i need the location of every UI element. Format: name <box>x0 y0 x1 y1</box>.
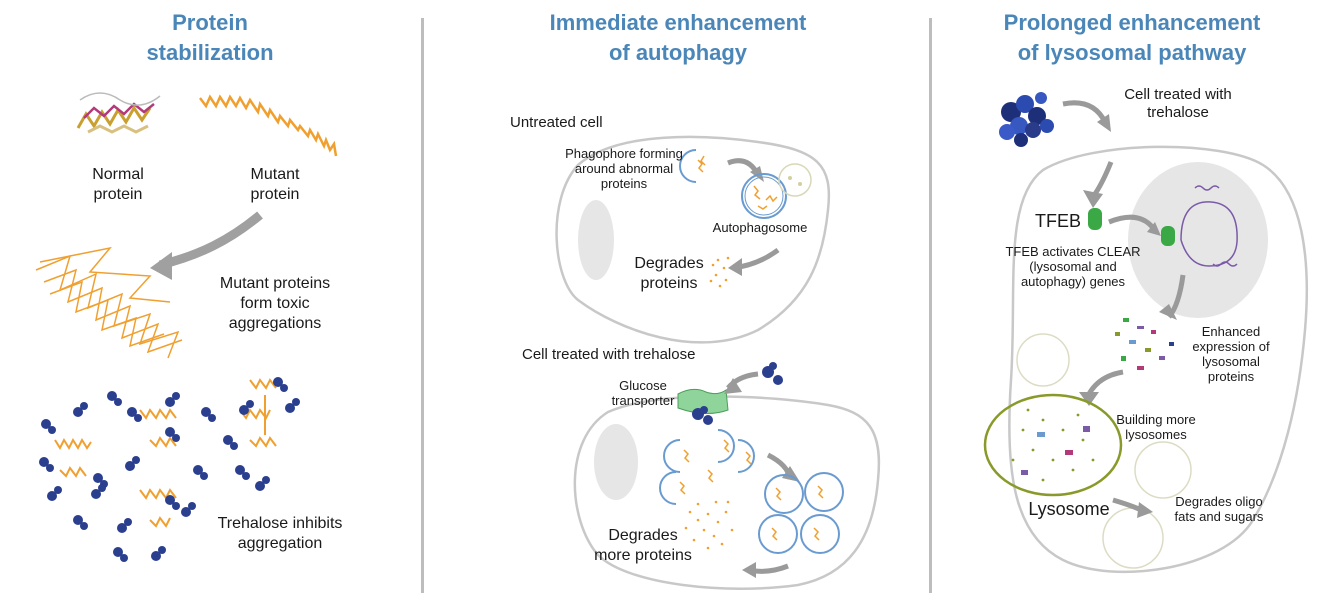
autophagosome-icon <box>741 173 787 219</box>
panel-3-illustration <box>983 92 1309 574</box>
trehalose-aggregation-scene <box>39 377 300 562</box>
many-degraded-protein-dots <box>684 500 734 550</box>
degrades-proteins-label: Degrades proteins <box>634 255 704 292</box>
panel-divider-1 <box>421 18 424 593</box>
mutant-protein-icon <box>199 94 338 157</box>
mutant-protein-label: Mutant protein <box>250 166 300 203</box>
degrades-more-proteins-label: Degrades more proteins <box>594 527 692 564</box>
untreated-cell-label: Untreated cell <box>510 114 603 131</box>
tfeb-icon <box>1088 208 1102 230</box>
degraded-protein-dots <box>709 256 730 288</box>
panel-protein-stabilization: Protein stabilization <box>0 0 420 595</box>
lysosome-label: Lysosome <box>1028 499 1110 519</box>
nucleus-region <box>1128 162 1268 318</box>
phagophore-icon <box>679 149 697 183</box>
tfeb-activates-label: TFEB activates CLEAR (lysosomal and auto… <box>1005 244 1141 289</box>
panel-divider-2 <box>929 18 932 593</box>
panel-2-title-line-1: Immediate enhancement <box>549 10 807 35</box>
panel-3-title-line-2: of lysosomal pathway <box>1017 40 1247 65</box>
multiple-phagophores-icon <box>659 429 755 505</box>
trehalose-cluster-icon <box>999 92 1054 147</box>
untreated-cell-outline <box>555 135 831 344</box>
panel-immediate-autophagy: Immediate enhancement of autophagy <box>428 0 928 595</box>
panel-2-title-line-2: of autophagy <box>608 40 748 65</box>
panel-1-illustration <box>35 92 338 562</box>
panel-1-title-line-2: stabilization <box>146 40 274 65</box>
faded-lysosome-icons <box>1016 333 1192 569</box>
tfeb-bound-icon <box>1161 226 1175 246</box>
treated-cell-outline <box>573 395 881 590</box>
panel-prolonged-lysosomal: Prolonged enhancement of lysosomal pathw… <box>933 0 1331 595</box>
autophagosome-cluster-icon <box>758 472 844 554</box>
treated-cell-label: Cell treated with trehalose <box>522 346 696 363</box>
lysosomal-protein-fragments <box>1115 318 1174 370</box>
normal-protein-label: Normal protein <box>92 166 144 203</box>
tfeb-label: TFEB <box>1034 211 1081 231</box>
aggregation-arrow <box>158 211 263 270</box>
panel-1-title-line-1: Protein <box>172 10 248 35</box>
building-lysosomes-label: Building more lysosomes <box>1116 412 1196 442</box>
panel-2-illustration <box>555 135 881 590</box>
dna-loop-icon <box>1180 185 1238 267</box>
lysosome-icon <box>983 393 1123 497</box>
phagophore-label: Phagophore forming around abnormal prote… <box>565 146 683 191</box>
autophagosome-label: Autophagosome <box>712 220 808 235</box>
normal-protein-icon <box>76 92 161 134</box>
trehalose-inhibits-label: Trehalose inhibits aggregation <box>217 515 343 552</box>
toxic-aggregation-icon <box>35 246 183 359</box>
lysosome-small-icon <box>778 163 812 197</box>
treated-cell-label-3: Cell treated with trehalose <box>1124 86 1232 121</box>
lysosomal-cell-outline <box>1008 145 1309 574</box>
panel-3-title-line-1: Prolonged enhancement <box>1003 10 1261 35</box>
glucose-transporter-label: Glucose transporter <box>611 378 675 408</box>
enhanced-expression-label: Enhanced expression of lysosomal protein… <box>1192 324 1270 384</box>
trehalose-molecule-icon <box>692 362 783 425</box>
toxic-aggregations-label: Mutant proteins form toxic aggregations <box>219 275 331 332</box>
degrades-oligo-label: Degrades oligo fats and sugars <box>1174 494 1264 524</box>
